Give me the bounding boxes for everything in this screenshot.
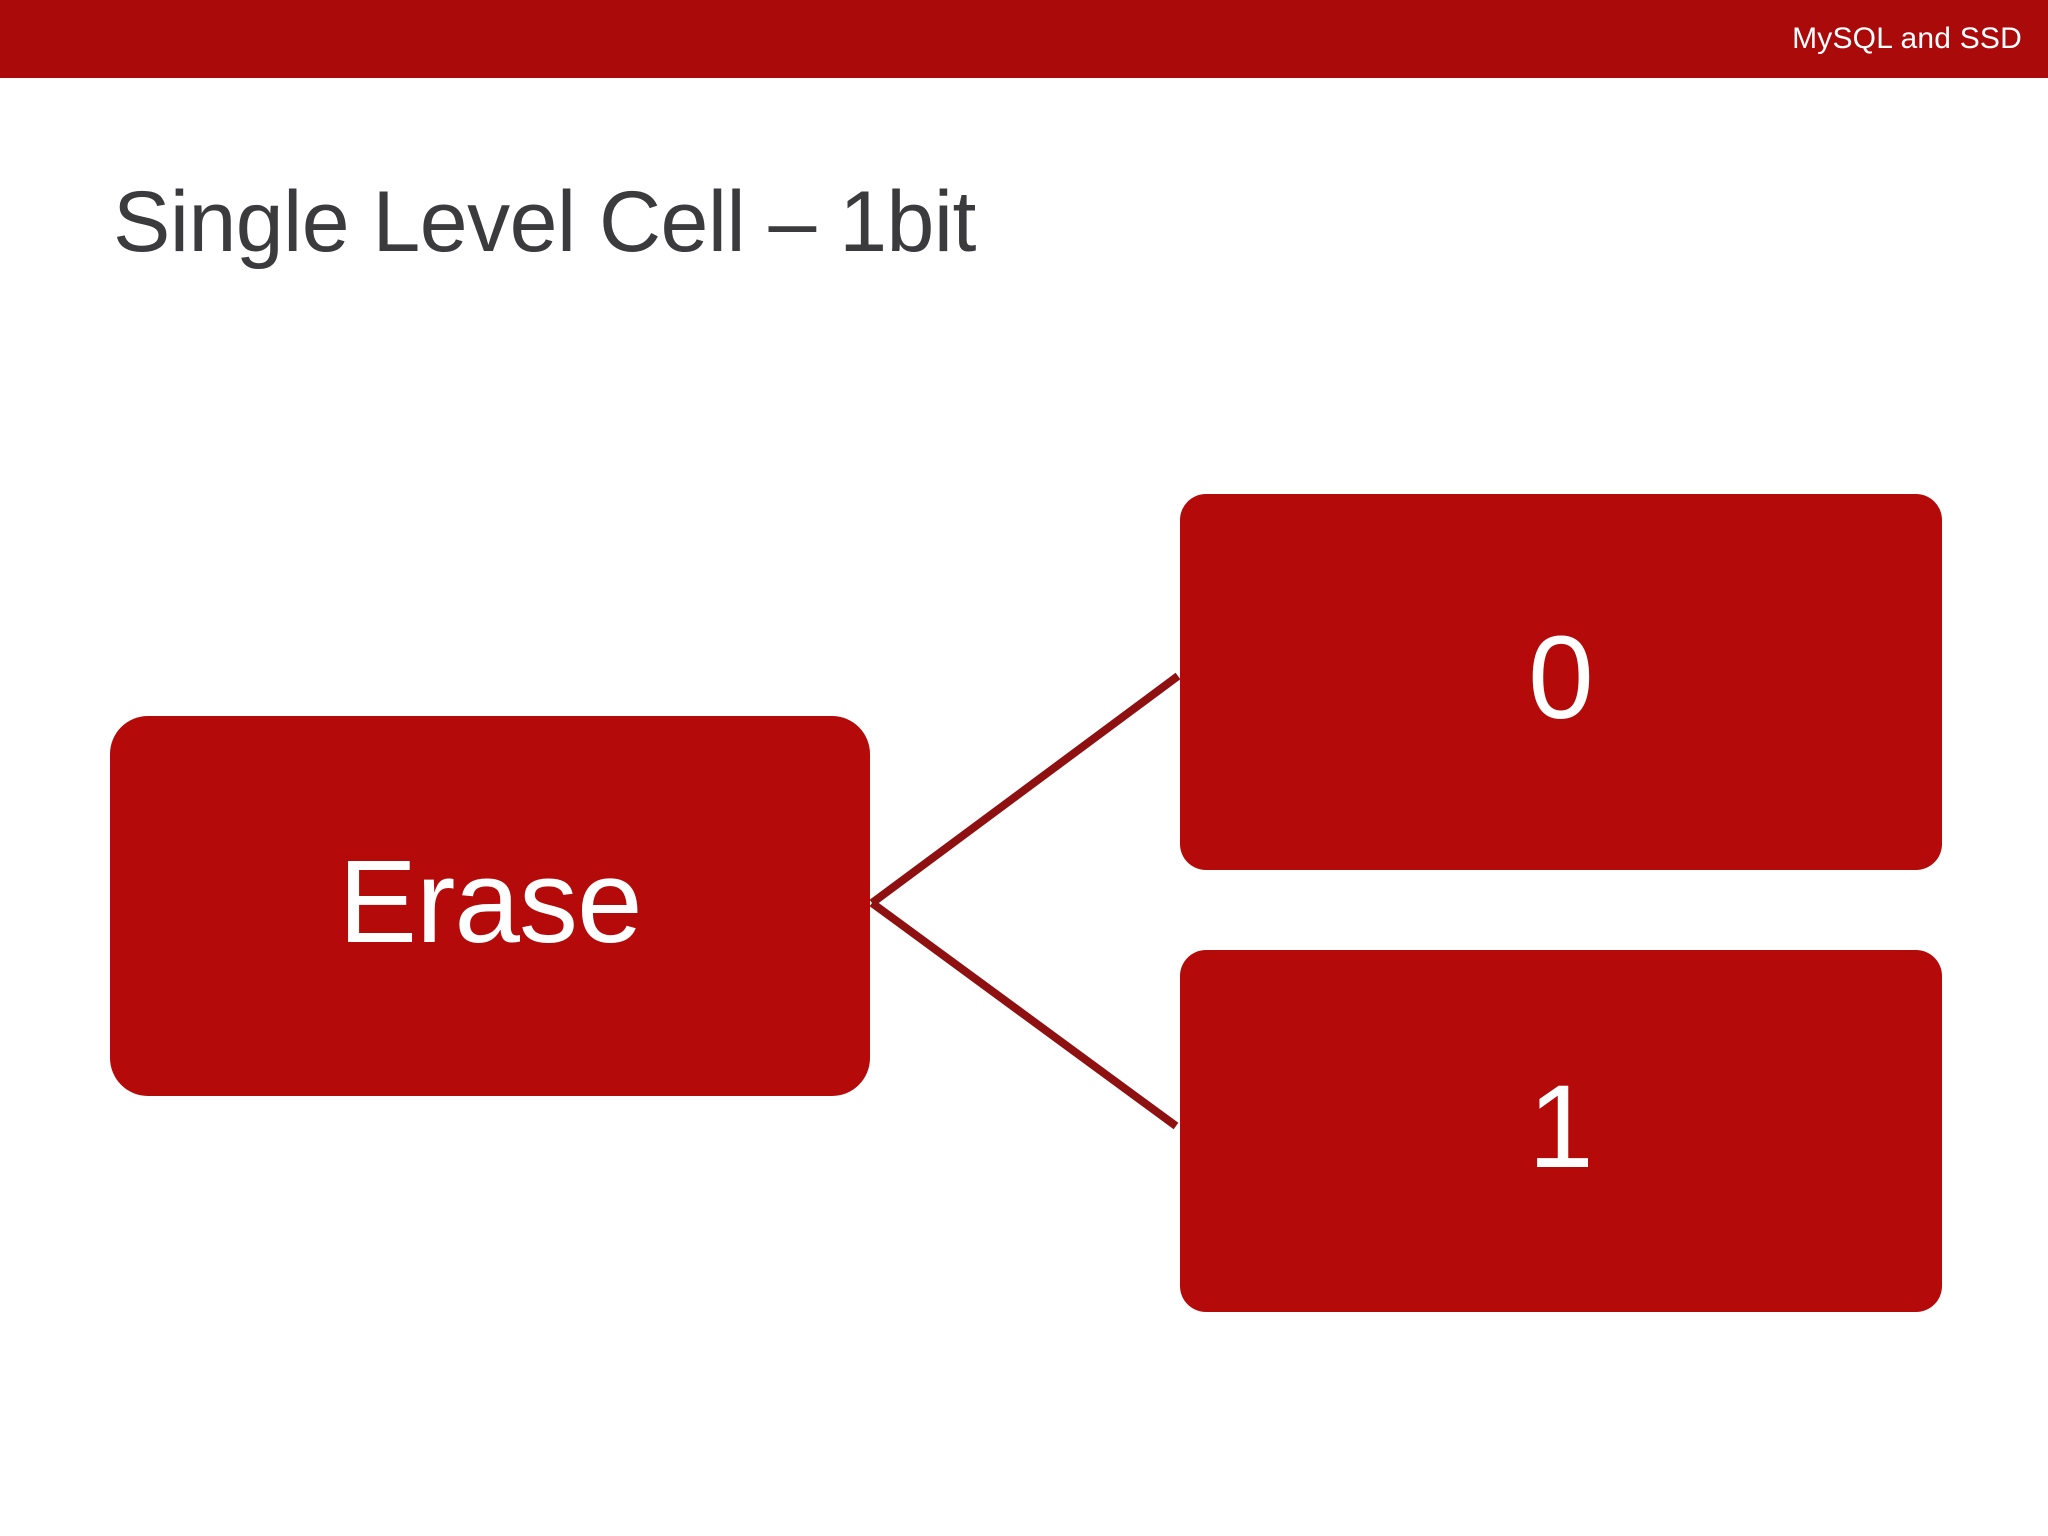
one-node-label: 1 xyxy=(1528,1061,1594,1193)
header-bar: MySQL and SSD xyxy=(0,0,2048,78)
one-node[interactable]: 1 xyxy=(1180,950,1942,1312)
erase-node-label: Erase xyxy=(338,836,642,968)
header-title: MySQL and SSD xyxy=(1792,22,2022,55)
connector-to-one xyxy=(869,899,1179,1130)
erase-node[interactable]: Erase xyxy=(110,716,870,1096)
zero-node-label: 0 xyxy=(1528,612,1594,744)
zero-node[interactable]: 0 xyxy=(1180,494,1942,870)
page-title: Single Level Cell – 1bit xyxy=(113,174,976,270)
connector-to-zero xyxy=(869,672,1181,907)
